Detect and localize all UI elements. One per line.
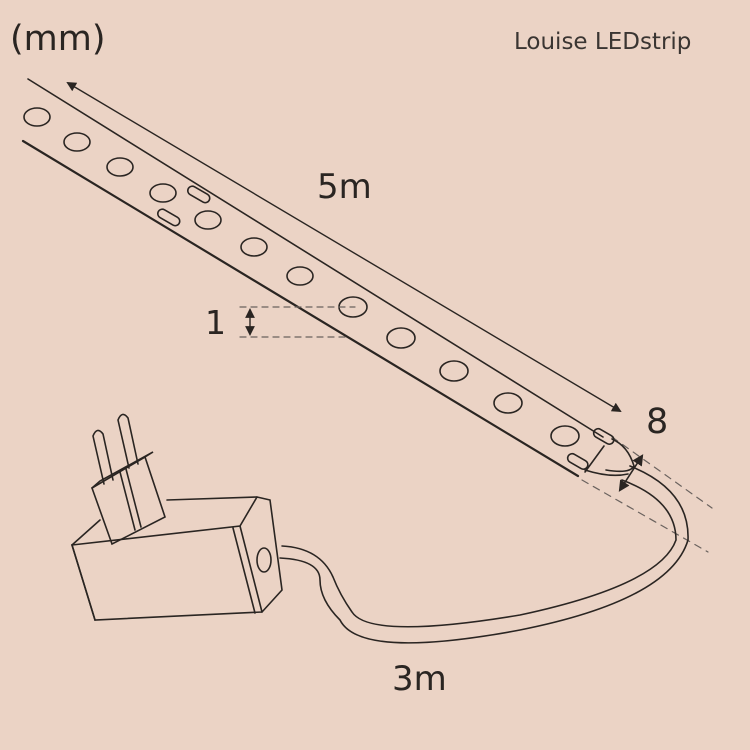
cable <box>279 465 689 644</box>
strip-length-label: 5m <box>317 167 372 207</box>
unit-label: (mm) <box>10 19 106 59</box>
cable-length-label: 3m <box>392 659 447 699</box>
power-adapter <box>70 496 283 621</box>
led-dots <box>23 107 580 447</box>
led-spacing-label: 1 <box>205 303 226 342</box>
brand-label: Louise LEDstrip <box>514 29 692 55</box>
length-arrow <box>66 81 622 413</box>
strip-top-edge <box>27 78 604 438</box>
strip-width-label: 8 <box>646 402 669 442</box>
width-arrow <box>618 454 644 492</box>
strip-bottom-edge <box>21 139 580 478</box>
plug <box>91 413 166 546</box>
